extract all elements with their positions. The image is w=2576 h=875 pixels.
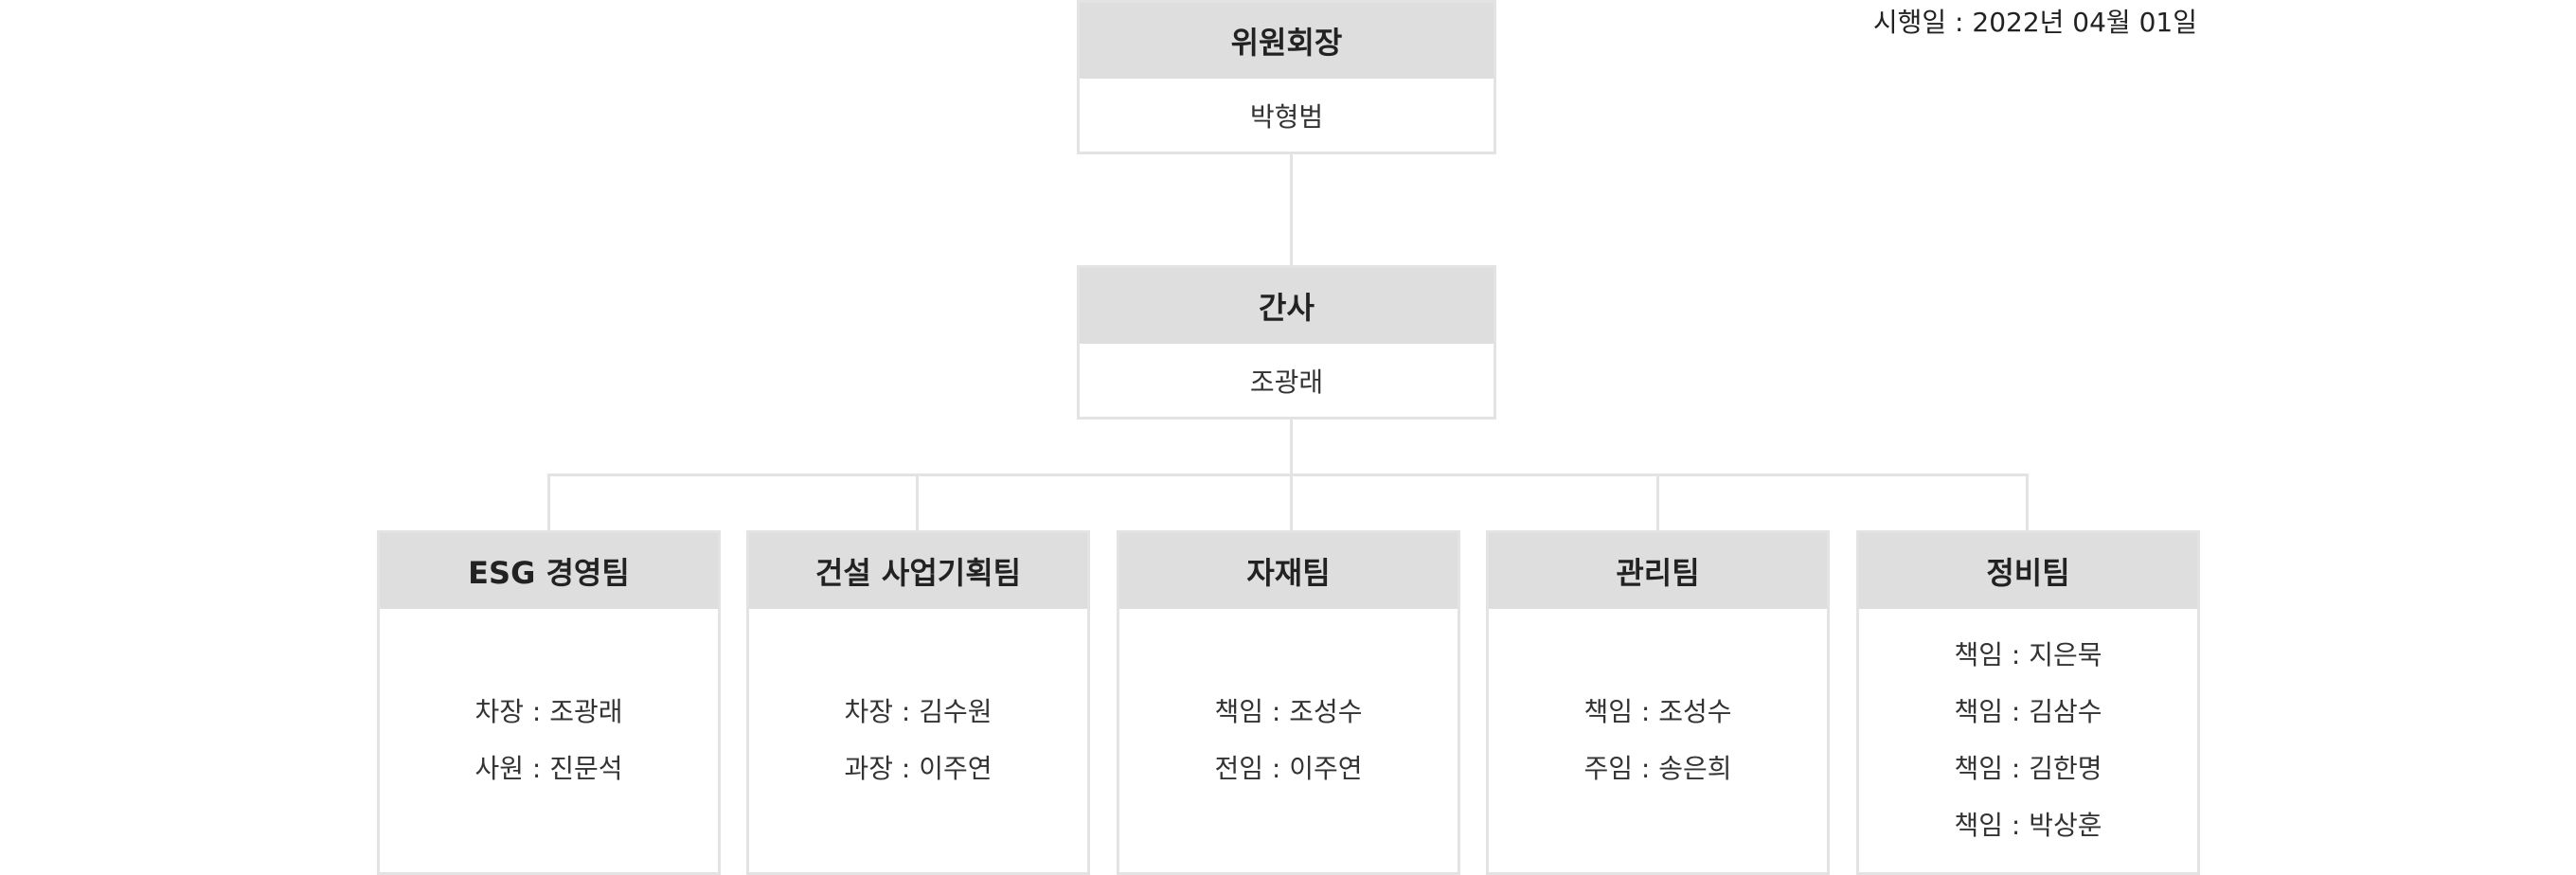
team-title: 건설 사업기획팀: [749, 533, 1087, 609]
team-member: 전임 : 이주연: [1214, 753, 1363, 784]
effective-date: 시행일 : 2022년 04월 01일: [1872, 7, 2197, 38]
team-member: 책임 : 조성수: [1583, 696, 1732, 727]
team-title: 관리팀: [1489, 533, 1827, 609]
team-box-maintenance: 정비팀 책임 : 지은묵 책임 : 김삼수 책임 : 김한명 책임 : 박상훈: [1856, 530, 2200, 875]
connector-horizontal-bus: [547, 473, 2029, 476]
secretary-box: 간사 조광래: [1077, 265, 1496, 420]
team-member: 책임 : 김한명: [1954, 753, 2102, 784]
team-member: 과장 : 이주연: [844, 753, 993, 784]
team-box-construction-planning: 건설 사업기획팀 차장 : 김수원 과장 : 이주연: [746, 530, 1090, 875]
connector-team-1: [547, 473, 550, 532]
secretary-title: 간사: [1080, 268, 1494, 344]
team-title: 정비팀: [1859, 533, 2197, 609]
team-member: 차장 : 조광래: [474, 696, 623, 727]
team-title: 자재팀: [1119, 533, 1458, 609]
team-member: 책임 : 지은묵: [1954, 639, 2102, 670]
team-member: 책임 : 조성수: [1214, 696, 1363, 727]
team-box-esg: ESG 경영팀 차장 : 조광래 사원 : 진문석: [377, 530, 721, 875]
team-member: 책임 : 김삼수: [1954, 696, 2102, 727]
team-member: 책임 : 박상훈: [1954, 810, 2102, 841]
connector-team-5: [2026, 473, 2029, 532]
team-member: 차장 : 김수원: [844, 696, 993, 727]
chairman-title: 위원회장: [1080, 3, 1494, 79]
team-title: ESG 경영팀: [380, 533, 718, 609]
chairman-box: 위원회장 박형범: [1077, 0, 1496, 154]
connector-team-3: [1290, 473, 1293, 532]
connector-team-4: [1656, 473, 1659, 532]
team-member: 주임 : 송은희: [1583, 753, 1732, 784]
connector-secretary-bus: [1290, 420, 1293, 476]
chairman-name: 박형범: [1249, 100, 1324, 133]
team-member: 사원 : 진문석: [474, 753, 623, 784]
secretary-name: 조광래: [1249, 366, 1324, 398]
connector-chairman-secretary: [1290, 154, 1293, 267]
team-box-management: 관리팀 책임 : 조성수 주임 : 송은희: [1486, 530, 1830, 875]
connector-team-2: [916, 473, 919, 532]
team-box-materials: 자재팀 책임 : 조성수 전임 : 이주연: [1117, 530, 1460, 875]
